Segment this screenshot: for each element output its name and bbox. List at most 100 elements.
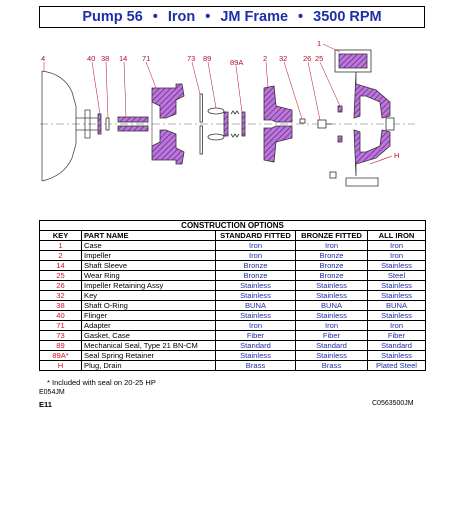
callout-14: 14 [119,54,127,63]
cell-all-iron: Standard [366,340,427,351]
callout-h: H [394,151,399,160]
cell-standard-fitted: BUNA [215,300,296,311]
cell-all-iron: Stainless [366,350,427,361]
flinger-oring [97,113,110,135]
cell-bronze-fitted: Stainless [295,350,368,361]
cell-part-name: Key [81,290,216,301]
cell-all-iron: Plated Steel [366,360,427,371]
cell-all-iron: BUNA [366,300,427,311]
cell-bronze-fitted: Iron [295,320,368,331]
cell-part-name: Flinger [81,310,216,321]
mechanical-seal [207,107,246,141]
cell-part-name: Impeller Retaining Assy [81,280,216,291]
cell-key: 2 [39,250,82,261]
drain-plug [329,155,393,179]
cell-bronze-fitted: Stainless [295,310,368,321]
cell-bronze-fitted: Bronze [295,270,368,281]
cell-key: 14 [39,260,82,271]
cell-key: H [39,360,82,371]
cell-all-iron: Stainless [366,260,427,271]
construction-options-table: CONSTRUCTION OPTIONS KEY PART NAME STAND… [38,220,427,371]
cell-standard-fitted: Stainless [215,280,296,291]
cell-bronze-fitted: Stainless [295,290,368,301]
cell-bronze-fitted: Standard [295,340,368,351]
col-header-bronze-fitted: BRONZE FITTED [295,230,368,241]
cell-key: 38 [39,300,82,311]
cell-standard-fitted: Iron [215,240,296,251]
exploded-pump-diagram: 1 4 40 38 14 71 73 89 89A 2 32 26 25 H [40,39,415,187]
callout-71: 71 [142,54,150,63]
col-header-all-iron: ALL IRON [366,230,427,241]
callout-32: 32 [279,54,287,63]
cell-part-name: Adapter [81,320,216,331]
cell-part-name: Shaft O-Ring [81,300,216,311]
cell-all-iron: Iron [366,240,427,251]
cell-all-iron: Iron [366,320,427,331]
cell-standard-fitted: Fiber [215,330,296,341]
callout-89a: 89A [230,58,243,67]
footnote: * Included with seal on 20-25 HP [47,378,156,387]
callout-40: 40 [87,54,95,63]
title-frame: JM Frame [220,9,289,25]
cell-bronze-fitted: Fiber [295,330,368,341]
cell-bronze-fitted: Bronze [295,260,368,271]
callout-73: 73 [187,54,195,63]
cell-standard-fitted: Bronze [215,260,296,271]
cell-key: 40 [39,310,82,321]
cell-standard-fitted: Standard [215,340,296,351]
cell-key: 26 [39,280,82,291]
title-rpm: 3500 RPM [313,9,382,25]
page-title: Pump 56 • Iron • JM Frame • 3500 RPM [39,6,425,28]
cell-all-iron: Iron [366,250,427,261]
motor-outline [41,70,100,182]
drawing-code: E054JM [39,389,65,396]
shaft-sleeve [117,116,149,132]
callout-4: 4 [41,54,45,63]
cell-standard-fitted: Stainless [215,350,296,361]
impeller [263,85,293,163]
cell-key: 1 [39,240,82,251]
col-header-part-name: PART NAME [81,230,216,241]
cell-part-name: Shaft Sleeve [81,260,216,271]
gasket [199,93,203,155]
leader-lines [43,43,341,121]
cell-part-name: Gasket, Case [81,330,216,341]
cell-part-name: Case [81,240,216,251]
cell-bronze-fitted: Brass [295,360,368,371]
cell-bronze-fitted: Bronze [295,250,368,261]
page-code: E11 [39,400,52,409]
cell-part-name: Wear Ring [81,270,216,281]
cell-key: 71 [39,320,82,331]
cell-bronze-fitted: BUNA [295,300,368,311]
title-pump: Pump 56 [82,9,143,25]
part-code: C0563500JM [372,400,414,407]
title-material: Iron [167,9,196,25]
cell-all-iron: Stainless [366,310,427,321]
col-header-standard-fitted: STANDARD FITTED [215,230,296,241]
cell-all-iron: Fiber [366,330,427,341]
cell-all-iron: Stainless [366,280,427,291]
key [299,118,306,124]
callout-2: 2 [263,54,267,63]
cell-standard-fitted: Stainless [215,310,296,321]
title-separator: • [205,9,211,25]
callout-26: 26 [303,54,311,63]
cell-part-name: Mechanical Seal, Type 21 BN-CM [81,340,216,351]
cell-key: 32 [39,290,82,301]
cell-part-name: Impeller [81,250,216,261]
callout-1: 1 [317,39,321,48]
title-separator: • [298,9,304,25]
cell-standard-fitted: Bronze [215,270,296,281]
cell-key: 89A* [39,350,82,361]
cell-all-iron: Steel [366,270,427,281]
callout-89: 89 [203,54,211,63]
cell-key: 73 [39,330,82,341]
cell-key: 89 [39,340,82,351]
cell-standard-fitted: Iron [215,250,296,261]
